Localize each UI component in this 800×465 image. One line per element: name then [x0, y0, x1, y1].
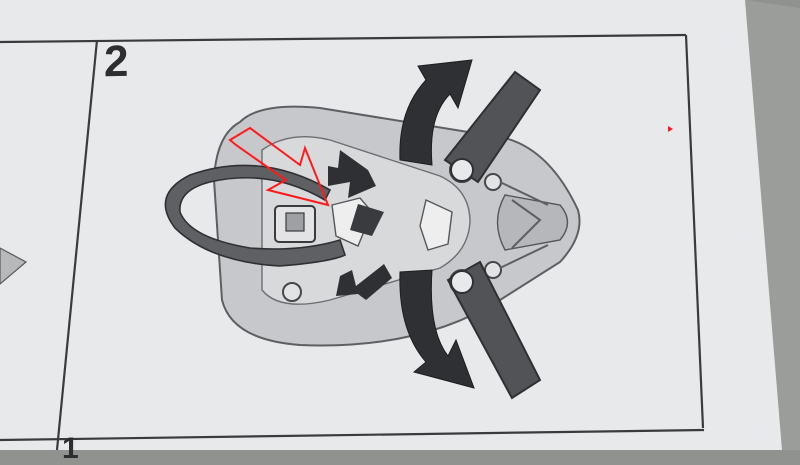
lower-strap: [446, 260, 542, 400]
step-number: 2: [104, 36, 129, 87]
rear-struts: [499, 181, 549, 269]
red-annotation-arrow-icon: [228, 126, 330, 207]
lower-strap-rivet: [450, 270, 474, 294]
manual-page: [0, 0, 800, 450]
previous-panel-fragment: [0, 247, 28, 285]
pull-arrow-upper-icon: [328, 150, 376, 198]
paper-shadow: [745, 0, 800, 450]
curved-arrow-up-icon: [399, 59, 473, 166]
buckle-slot: [285, 212, 305, 232]
panel-grid: [0, 33, 705, 450]
curved-arrow-down-icon: [399, 269, 475, 389]
next-step-number: 1: [62, 432, 79, 465]
pull-arrow-lower-icon: [336, 264, 392, 300]
seat-front-tip: [496, 194, 569, 251]
red-marker-dot: [668, 126, 673, 132]
latch-diamond: [350, 204, 384, 236]
latch-right: [419, 199, 453, 251]
upper-strap-rivet: [450, 158, 474, 182]
looped-strap: [164, 164, 346, 267]
